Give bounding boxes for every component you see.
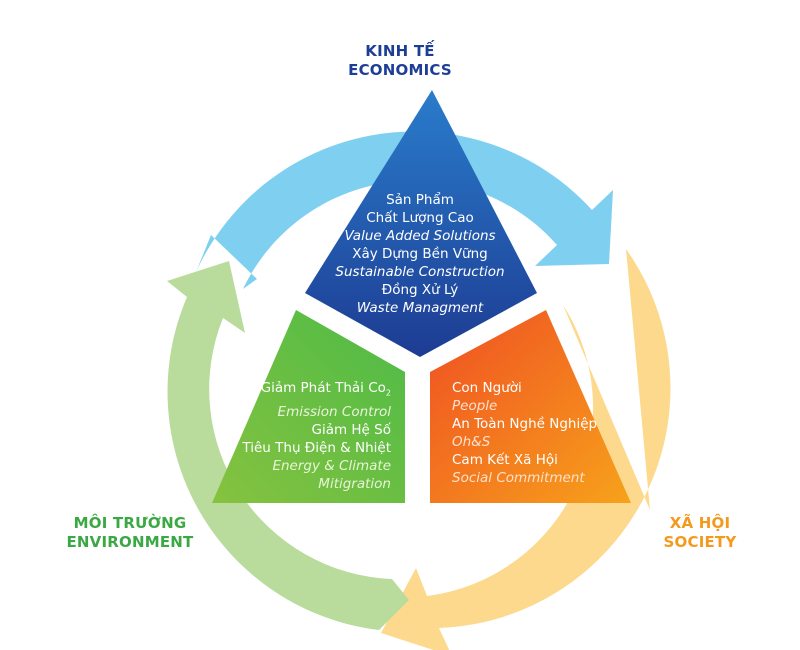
society-item: People (452, 398, 498, 414)
economics-item: Sustainable Construction (335, 264, 505, 280)
environment-item-subscript: 2 (385, 388, 391, 398)
society-item: Social Commitment (452, 470, 585, 486)
society-item: An Toàn Nghề Nghiệp (452, 416, 598, 432)
society-triangle (430, 310, 631, 503)
environment-cycle-arrow (167, 261, 409, 630)
economics-item: Đồng Xử Lý (381, 282, 459, 298)
environment-items: Giảm Phát Thải Co2 Emission Control Giảm… (200, 379, 391, 493)
society-heading: XÃ HỘI SOCIETY (630, 514, 770, 552)
environment-triangle (212, 310, 405, 503)
society-item: Oh&S (452, 434, 491, 450)
economics-title-en: ECONOMICS (348, 61, 452, 79)
society-item: Cam Kết Xã Hội (452, 452, 558, 468)
environment-item: Mitigration (318, 475, 391, 492)
environment-item: Tiêu Thụ Điện & Nhiệt (242, 439, 391, 456)
economics-item: Xây Dựng Bền Vững (352, 246, 488, 262)
society-title-en: SOCIETY (663, 533, 737, 551)
economics-item: Sản Phẩm (386, 192, 454, 208)
environment-heading: MÔI TRƯỜNG ENVIRONMENT (60, 514, 200, 552)
environment-item-emission: Giảm Phát Thải Co2 (200, 379, 391, 403)
economics-item: Chất Lượng Cao (366, 210, 474, 226)
environment-title-vi: MÔI TRƯỜNG (73, 514, 187, 532)
economics-items: Sản Phẩm Chất Lượng Cao Value Added Solu… (300, 191, 540, 317)
society-items: Con Người People An Toàn Nghề Nghiệp Oh&… (452, 379, 662, 487)
society-cycle-arrow (381, 249, 671, 650)
environment-item-main: Giảm Phát Thải Co (260, 380, 386, 396)
economics-item: Waste Managment (356, 300, 484, 316)
environment-item: Giảm Hệ Số (311, 421, 391, 438)
environment-title-en: ENVIRONMENT (66, 533, 194, 551)
economics-item: Value Added Solutions (344, 228, 496, 244)
society-item: Con Người (452, 380, 522, 396)
environment-item: Energy & Climate (272, 457, 391, 474)
environment-item: Emission Control (277, 403, 391, 420)
society-title-vi: XÃ HỘI (669, 514, 731, 532)
economics-cycle-arrow (196, 131, 613, 289)
economics-title-vi: KINH TẾ (365, 42, 435, 60)
economics-heading: KINH TẾ ECONOMICS (300, 42, 500, 80)
economics-triangle (305, 90, 537, 357)
